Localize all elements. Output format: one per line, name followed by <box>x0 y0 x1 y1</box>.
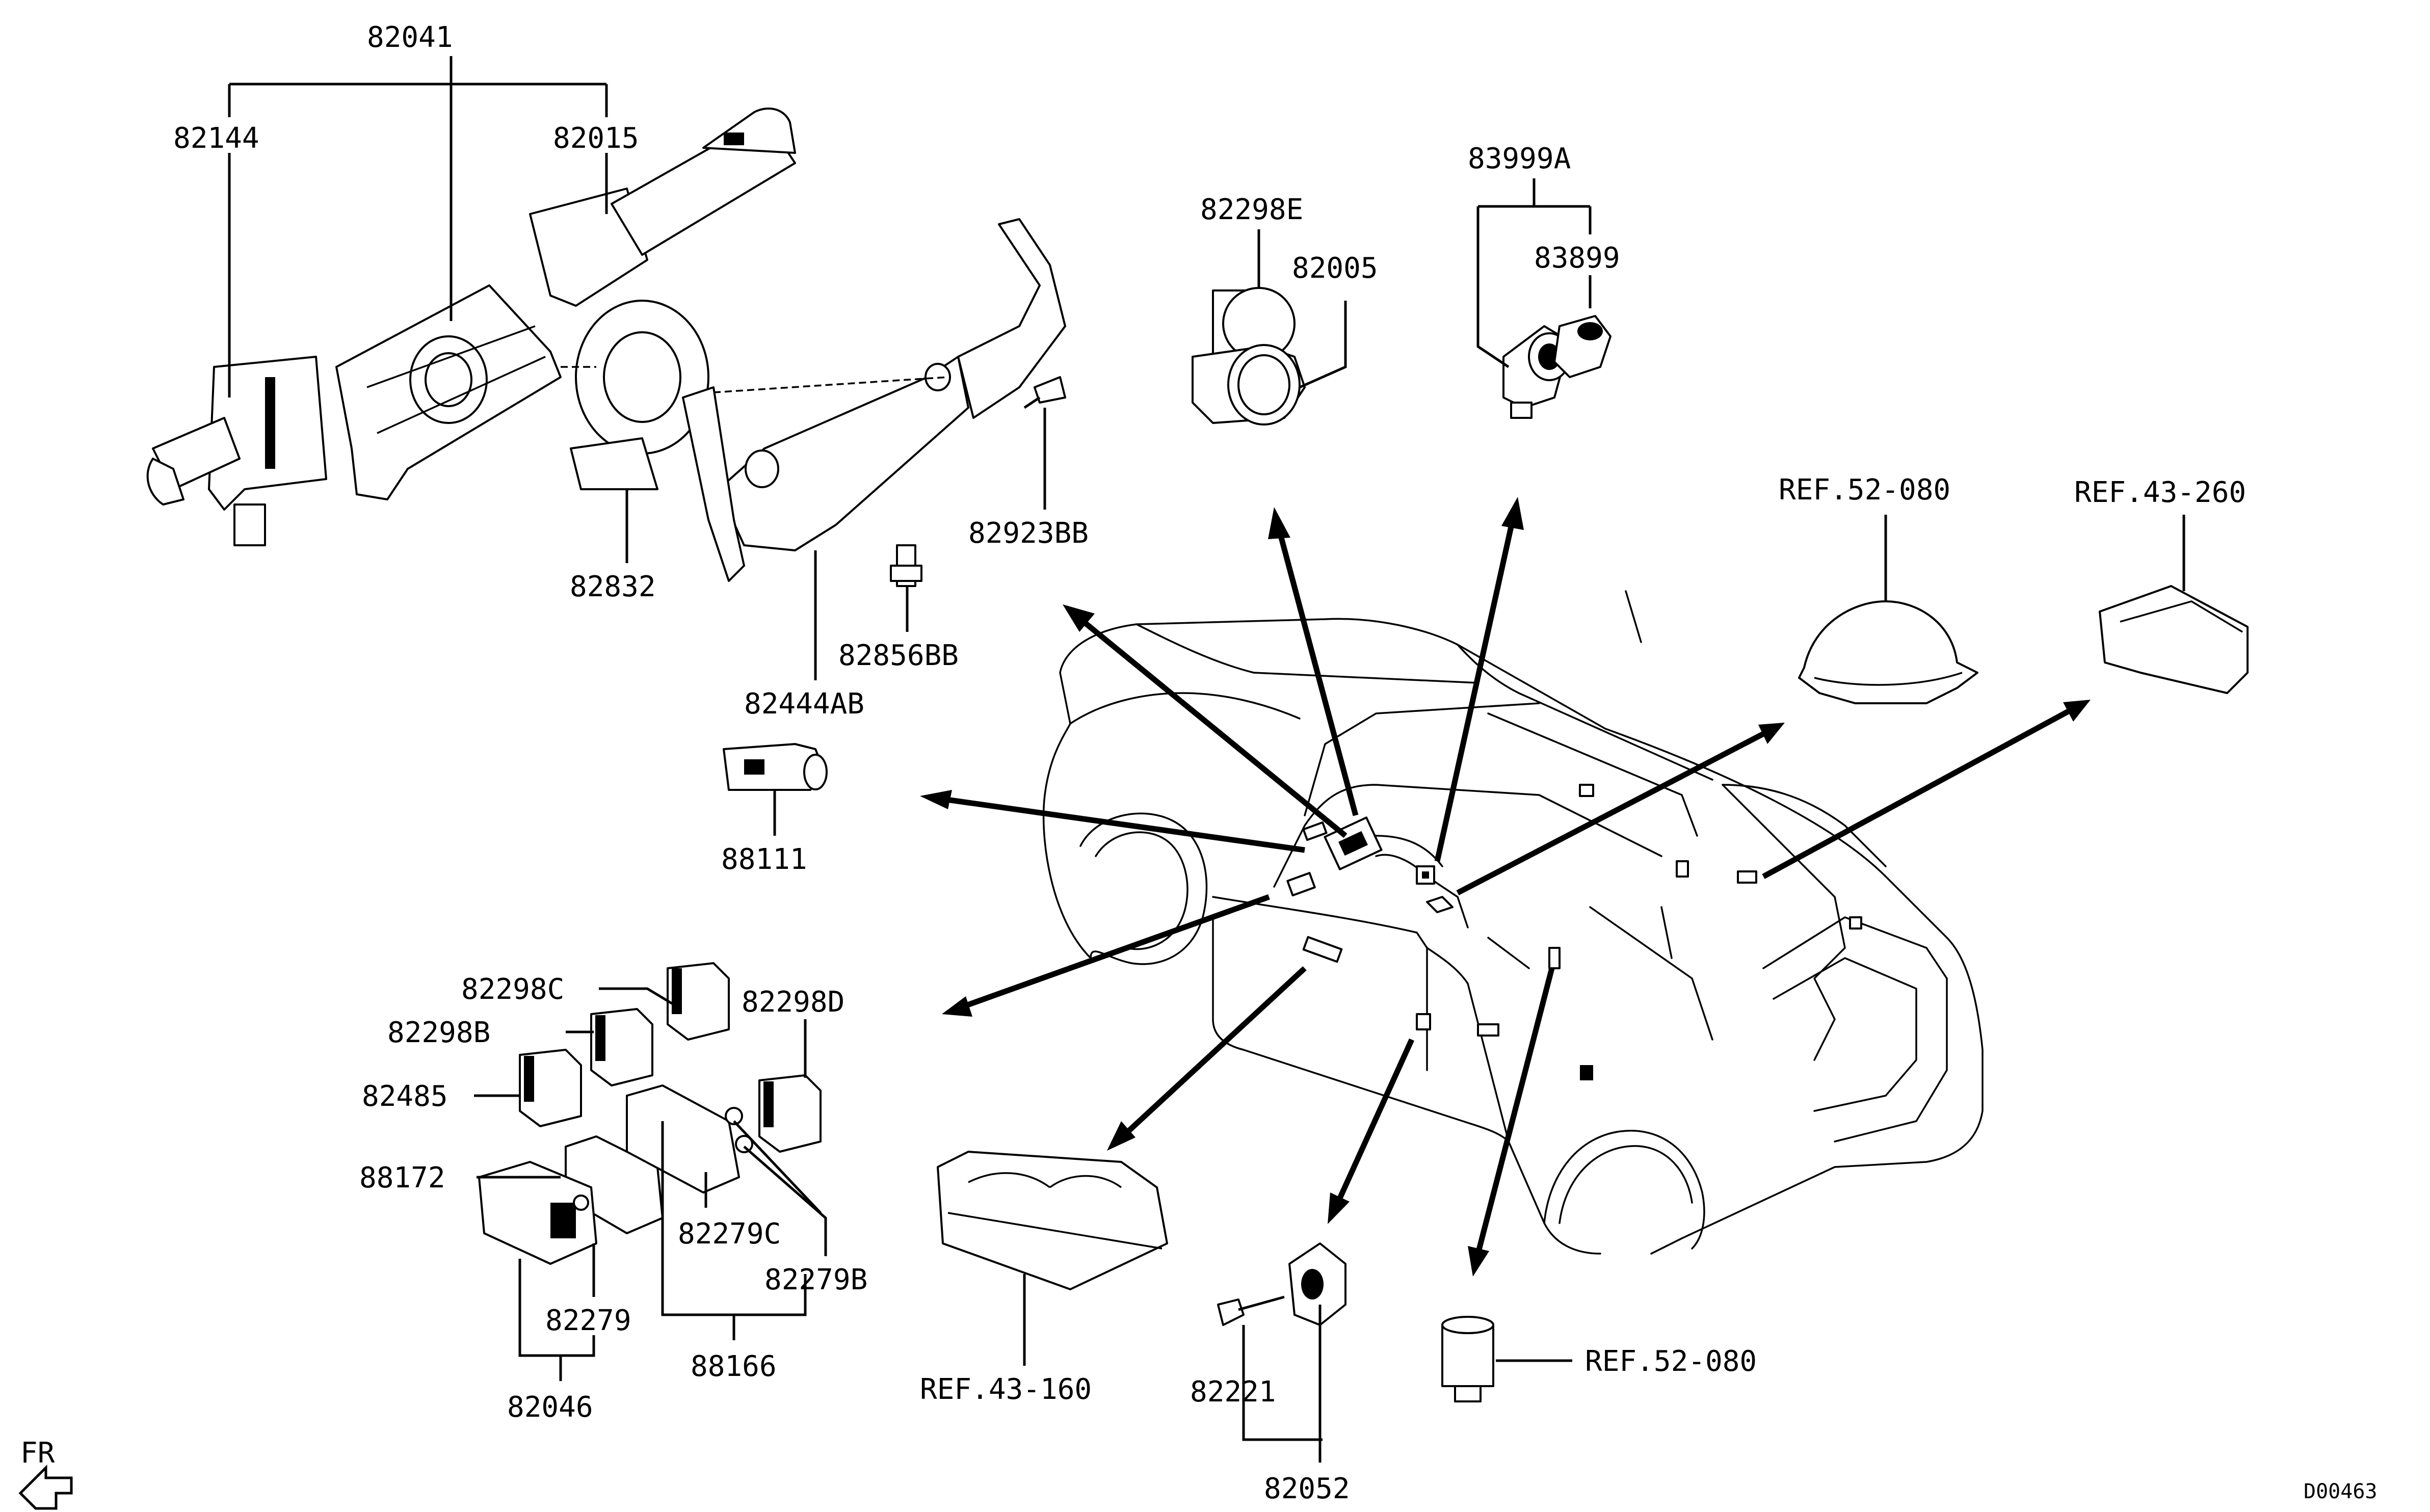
front-direction-indicator: FR <box>18 1437 73 1510</box>
column-switch-body-82041 <box>335 284 562 500</box>
arrow-to-ref-52-080-top <box>1456 723 1785 895</box>
label-82221: 82221 <box>1190 1375 1276 1409</box>
drawing-code: D00463 <box>2304 1480 2378 1503</box>
ref-part-control-module <box>2099 585 2249 694</box>
pointer-arrows <box>920 497 2091 1277</box>
switch-88166 <box>626 1084 740 1193</box>
label-88172: 88172 <box>359 1161 445 1195</box>
label-82856BB: 82856BB <box>838 639 959 672</box>
label-ref-52-080-bottom: REF.52-080 <box>1585 1345 1757 1378</box>
label-82298C: 82298C <box>461 973 564 1006</box>
part-labels: 82041 82144 82015 82832 82923BB 82856BB … <box>173 21 2246 1505</box>
clock-spring-82832 <box>570 300 709 490</box>
switch-group <box>478 962 822 1265</box>
ignition-switch-82005 <box>1192 344 1306 426</box>
label-82279: 82279 <box>545 1304 631 1337</box>
wiper-switch-82015 <box>529 107 796 307</box>
screws-82279B-82279C <box>573 1107 753 1211</box>
label-ref-52-080-top: REF.52-080 <box>1779 473 1950 507</box>
front-arrow-icon <box>18 1464 73 1510</box>
label-82832: 82832 <box>570 570 656 603</box>
label-82052: 82052 <box>1264 1472 1350 1505</box>
arrow-to-82052 <box>1328 1038 1415 1224</box>
label-82923BB: 82923BB <box>968 517 1089 550</box>
switch-82279 <box>478 1161 597 1265</box>
label-82015: 82015 <box>553 122 639 155</box>
label-ref-43-160: REF.43-160 <box>920 1373 1092 1406</box>
ref-part-window-switch-panel <box>937 1151 1168 1290</box>
arrow-to-steering-column <box>1063 604 1348 838</box>
label-82298B: 82298B <box>387 1016 490 1049</box>
paddle-shift-bracket-82444AB <box>682 218 1066 582</box>
lighting-switch-82144 <box>146 356 327 546</box>
arrow-to-82005 <box>1268 507 1359 816</box>
label-82046: 82046 <box>507 1391 593 1424</box>
label-88166: 88166 <box>691 1350 777 1383</box>
switch-82052 <box>1288 1242 1346 1326</box>
front-label: FR <box>20 1437 55 1470</box>
label-82041: 82041 <box>367 21 453 54</box>
arrow-to-ref-43-260 <box>1762 700 2091 879</box>
label-ref-43-260: REF.43-260 <box>2074 476 2246 509</box>
switch-82298B <box>590 1008 653 1086</box>
screw-82221 <box>1217 1295 1285 1326</box>
label-88111: 88111 <box>721 843 807 876</box>
bolt-82856BB <box>890 544 922 587</box>
label-82298E: 82298E <box>1200 193 1303 226</box>
screw-82923BB <box>1023 376 1066 409</box>
switch-88111 <box>723 743 828 791</box>
label-82279B: 82279B <box>764 1263 867 1296</box>
switch-82298D <box>758 1074 822 1153</box>
label-82298D: 82298D <box>742 986 844 1019</box>
switch-82485 <box>519 1049 582 1127</box>
label-82005: 82005 <box>1292 252 1378 285</box>
leader-lines <box>228 56 2185 1463</box>
arrow-to-ref-52-080-bottom <box>1468 967 1555 1277</box>
ref-part-dome-lamp <box>1798 600 1978 704</box>
arrow-to-83999A <box>1434 497 1524 862</box>
arrow-to-ref-43-160 <box>1107 966 1307 1151</box>
vehicle-components <box>1286 784 1862 1080</box>
switch-82298C <box>667 962 730 1041</box>
label-82144: 82144 <box>173 122 259 155</box>
steering-column-group <box>146 107 1066 587</box>
arrow-to-88111 <box>920 790 1305 853</box>
label-83899: 83899 <box>1534 242 1620 275</box>
label-82485: 82485 <box>362 1080 448 1113</box>
knob-83899 <box>1553 315 1612 378</box>
label-83999A: 83999A <box>1468 142 1571 175</box>
arrow-to-switch-group <box>942 894 1270 1017</box>
ref-part-courtesy-lamp <box>1441 1316 1494 1402</box>
label-82279C: 82279C <box>678 1217 781 1251</box>
label-82444AB: 82444AB <box>744 687 864 721</box>
